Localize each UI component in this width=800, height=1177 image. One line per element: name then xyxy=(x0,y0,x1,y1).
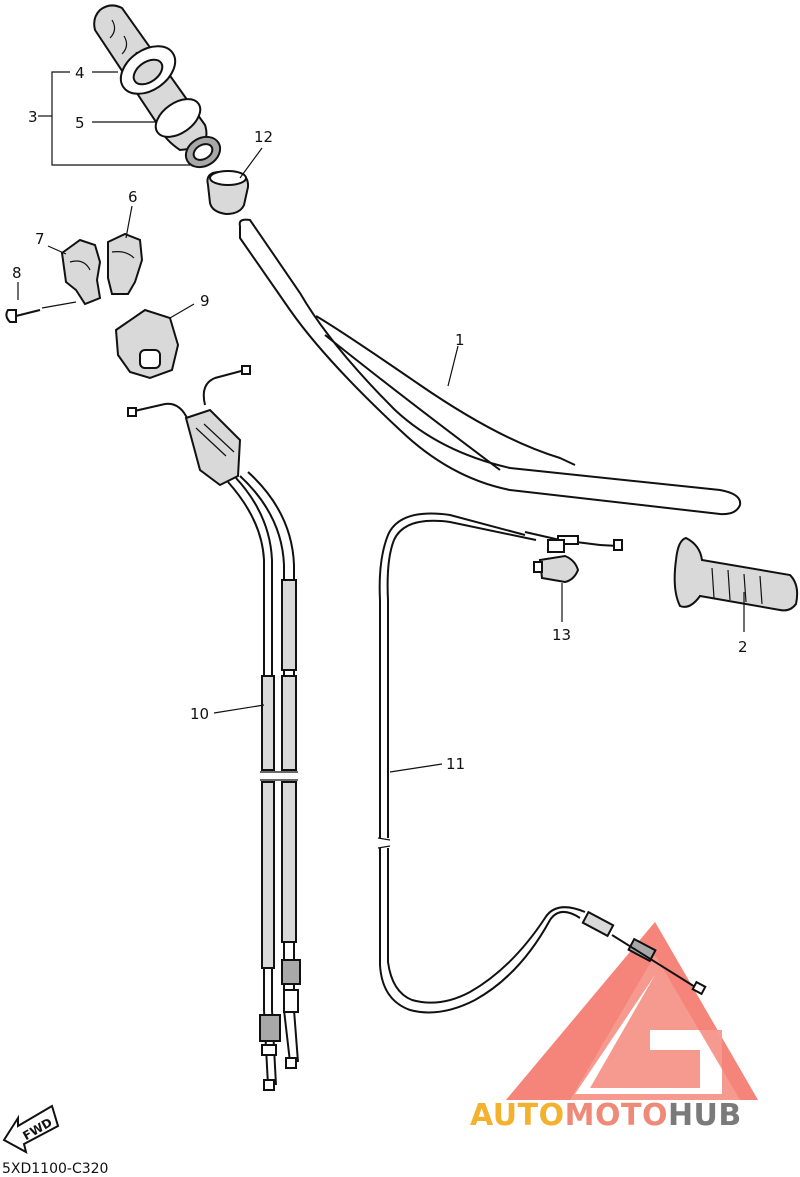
collar-part-12 xyxy=(206,170,250,216)
callout-13: 13 xyxy=(552,626,571,644)
callout-12: 12 xyxy=(254,128,273,146)
cable-part-10 xyxy=(127,365,301,1091)
fwd-arrow-icon: FWD xyxy=(2,1104,60,1154)
callout-10: 10 xyxy=(190,705,209,723)
callout-7: 7 xyxy=(35,230,45,248)
callout-3: 3 xyxy=(28,108,38,126)
watermark-logo xyxy=(506,922,758,1100)
callout-6: 6 xyxy=(128,188,138,206)
handlebar-part-1 xyxy=(238,218,742,516)
watermark-brand: AUTOMOTOHUB xyxy=(470,1098,742,1133)
adjuster-part-13 xyxy=(533,539,580,584)
cable-holder-parts xyxy=(5,232,180,380)
watermark-brand-auto: AUTO xyxy=(470,1098,565,1133)
callout-8: 8 xyxy=(12,264,22,282)
throttle-grip-assembly xyxy=(93,4,222,169)
callout-1: 1 xyxy=(455,331,465,349)
watermark-brand-hub: HUB xyxy=(668,1098,742,1133)
grip-part-2 xyxy=(673,536,799,612)
callout-labels: 1 2 3 4 5 6 7 8 9 10 11 12 13 xyxy=(12,64,748,773)
callout-11: 11 xyxy=(446,755,465,773)
callout-9: 9 xyxy=(200,292,210,310)
drawing-code: 5XD1100-C320 xyxy=(2,1161,108,1177)
callout-5: 5 xyxy=(75,114,85,132)
watermark-brand-moto: MOTO xyxy=(565,1098,668,1133)
callout-4: 4 xyxy=(75,64,85,82)
leader-lines xyxy=(17,71,745,773)
cable-part-11 xyxy=(377,512,707,1014)
callout-2: 2 xyxy=(738,638,748,656)
